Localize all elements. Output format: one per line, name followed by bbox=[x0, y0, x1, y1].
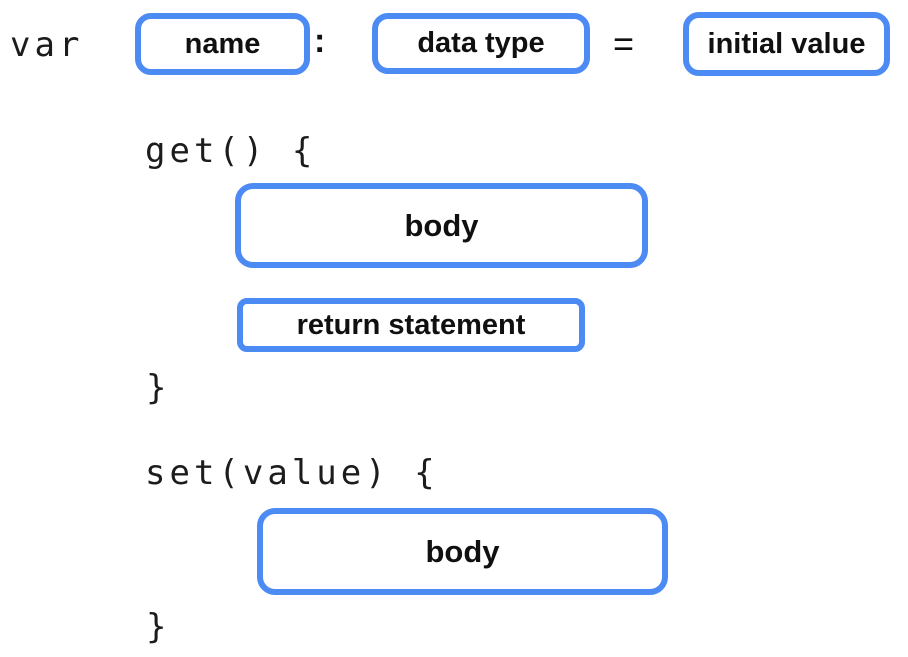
equals-sign: = bbox=[613, 23, 635, 64]
getter-body-placeholder-label: body bbox=[404, 207, 479, 243]
setter-body-placeholder-box: body bbox=[257, 508, 668, 595]
setter-body-placeholder-label: body bbox=[425, 533, 500, 569]
initial-value-placeholder-box: initial value bbox=[683, 12, 890, 76]
var-keyword: var bbox=[10, 25, 84, 65]
setter-closing-brace: } bbox=[146, 607, 171, 647]
name-placeholder-label: name bbox=[184, 27, 261, 60]
data-type-placeholder-label: data type bbox=[417, 27, 545, 59]
initial-value-placeholder-label: initial value bbox=[707, 27, 866, 60]
getter-closing-brace: } bbox=[146, 368, 171, 408]
colon-separator: : bbox=[314, 22, 326, 60]
name-placeholder-box: name bbox=[135, 13, 310, 75]
return-statement-placeholder-box: return statement bbox=[237, 298, 585, 352]
return-statement-placeholder-label: return statement bbox=[296, 308, 526, 341]
setter-signature: set(value) { bbox=[145, 453, 439, 493]
data-type-placeholder-box: data type bbox=[372, 13, 590, 74]
getter-body-placeholder-box: body bbox=[235, 183, 648, 268]
getter-signature: get() { bbox=[145, 131, 317, 171]
